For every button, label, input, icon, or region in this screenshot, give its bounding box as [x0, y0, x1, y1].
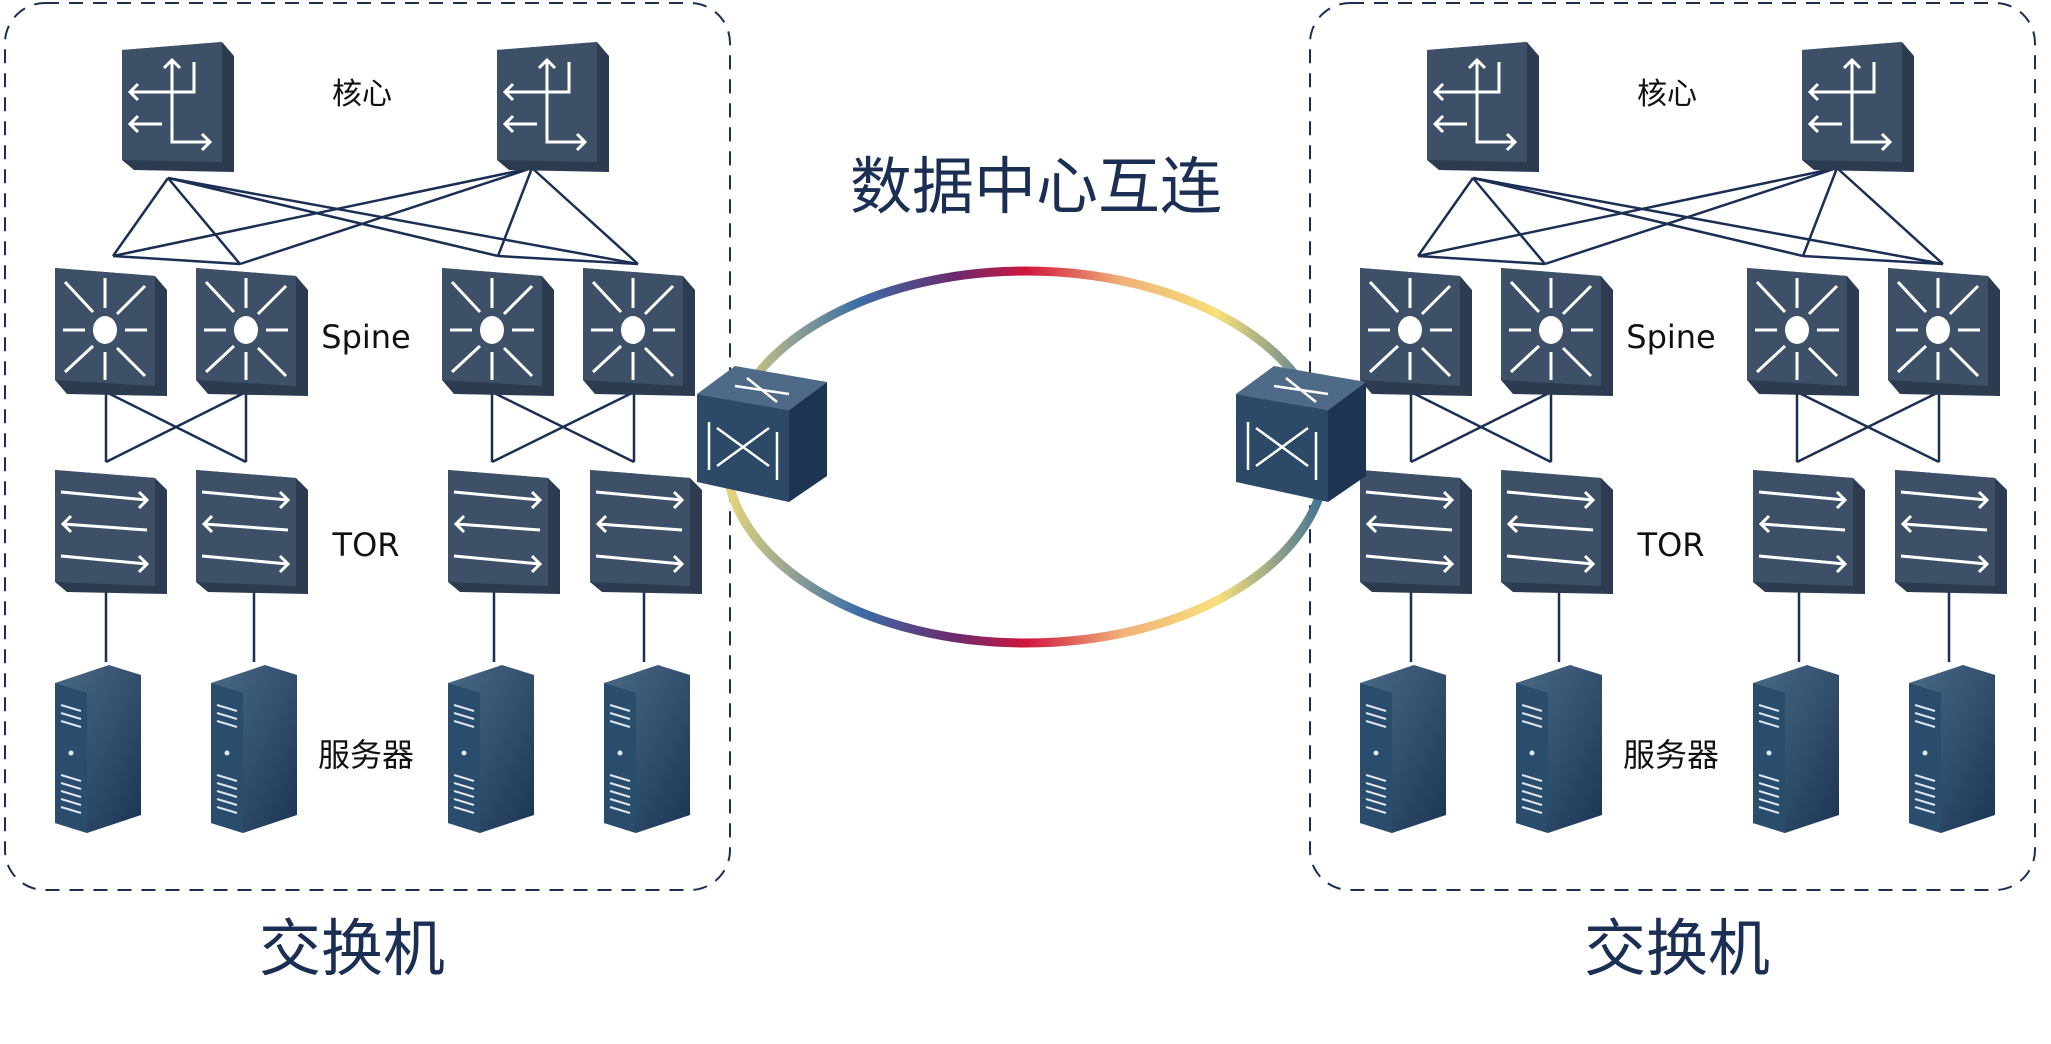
right-spine-row: [1360, 268, 2000, 396]
spine-switch-icon: [1747, 268, 1859, 396]
server-label: 服务器: [1623, 736, 1719, 774]
tor-switch-icon: [55, 470, 167, 594]
spine-switch-icon: [1888, 268, 2000, 396]
core-switch-icon: [1427, 42, 1539, 172]
tor-switch-icon: [196, 470, 308, 594]
spine-switch-icon: [196, 268, 308, 396]
tor-switch-icon: [448, 470, 560, 594]
spine-switch-icon: [1360, 268, 1472, 396]
server-icon: [604, 665, 690, 833]
server-icon: [55, 665, 141, 833]
right-boundary: [1309, 2, 2036, 891]
right-tor-links: [1409, 588, 1951, 662]
server-icon: [1753, 665, 1839, 833]
core-label: 核心: [1637, 77, 1697, 112]
spine-switch-icon: [55, 268, 167, 396]
tor-switch-icon: [590, 470, 702, 594]
tor-switch-icon: [1360, 470, 1472, 594]
core-label: 核心: [332, 77, 392, 112]
tor-switch-icon: [1501, 470, 1613, 594]
spine-switch-icon: [442, 268, 554, 396]
spine-label: Spine: [1626, 318, 1715, 356]
core-switch-icon: [497, 42, 609, 172]
server-label: 服务器: [318, 736, 414, 774]
tor-switch-icon: [1895, 470, 2007, 594]
left-core-links: [111, 166, 639, 266]
tor-switch-icon: [1753, 470, 1865, 594]
dci-router-icon: [697, 366, 827, 502]
left-datacenter: 核心 Spine TOR 服务器 交换机: [4, 2, 731, 985]
tor-label: TOR: [1637, 526, 1705, 564]
page-title: 数据中心互连: [850, 150, 1222, 223]
server-icon: [1516, 665, 1602, 833]
right-tor-row: [1360, 470, 2007, 594]
left-server-row: [55, 665, 690, 833]
left-tor-links: [104, 588, 646, 662]
core-switch-icon: [1802, 42, 1914, 172]
spine-switch-icon: [583, 268, 695, 396]
left-spine-links: [104, 390, 636, 464]
tor-label: TOR: [332, 526, 400, 564]
spine-switch-icon: [1501, 268, 1613, 396]
right-spine-links: [1409, 390, 1941, 464]
dci-router-icon: [1236, 366, 1366, 502]
server-icon: [1360, 665, 1446, 833]
left-tor-row: [55, 470, 702, 594]
left-footer-label: 交换机: [259, 912, 445, 985]
spine-label: Spine: [321, 318, 410, 356]
right-core-links: [1416, 166, 1944, 266]
right-server-row: [1360, 665, 1995, 833]
server-icon: [1909, 665, 1995, 833]
core-switch-icon: [122, 42, 234, 172]
left-spine-row: [55, 268, 695, 396]
left-boundary: [4, 2, 731, 891]
right-datacenter: 核心 Spine TOR 服务器 交换机: [1309, 2, 2036, 985]
server-icon: [448, 665, 534, 833]
right-footer-label: 交换机: [1584, 912, 1770, 985]
server-icon: [211, 665, 297, 833]
